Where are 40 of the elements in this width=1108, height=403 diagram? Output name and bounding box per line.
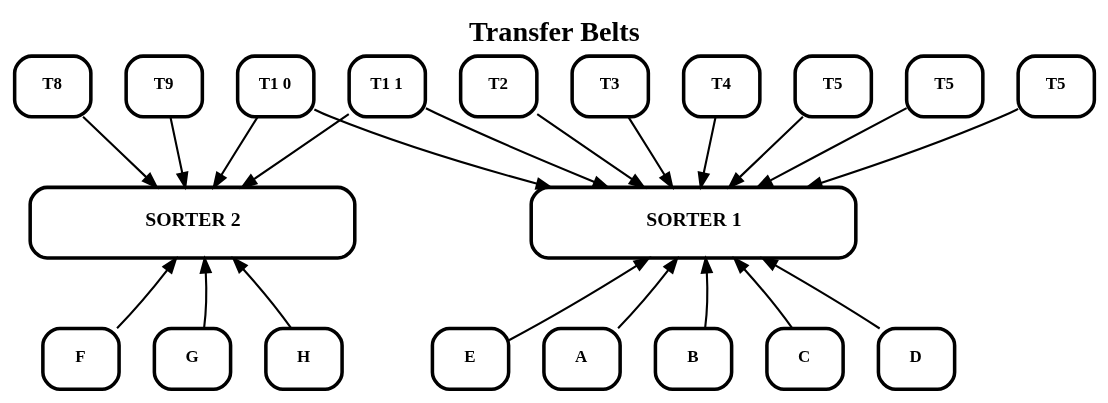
node-box: C (764, 326, 845, 391)
node-box: T5 (1015, 54, 1096, 119)
node-box: G (152, 326, 232, 391)
arrow (238, 113, 349, 190)
node-box: E (430, 326, 510, 391)
node-box: T9 (123, 54, 204, 119)
arrow (754, 107, 907, 189)
arrow (424, 107, 611, 189)
arrow (699, 255, 713, 329)
arrow (81, 116, 159, 190)
arrow (168, 116, 188, 191)
node-box: H (263, 326, 344, 391)
node-box: T5 (792, 54, 873, 119)
arrow (626, 116, 674, 190)
arrow (616, 255, 679, 329)
node-box: D (876, 326, 956, 391)
node-box: B (653, 326, 733, 391)
node-box: T1 0 (235, 54, 316, 119)
arrow (536, 113, 647, 190)
node-box: A (541, 326, 622, 391)
node-box: F (40, 326, 121, 391)
node-box: T2 (458, 54, 539, 119)
node-box: T3 (569, 54, 650, 119)
node-box: SORTER 1 (528, 185, 858, 260)
arrow (759, 256, 880, 330)
diagram-title: Transfer Belts (468, 15, 640, 47)
arrow (211, 116, 259, 190)
node-box: T1 1 (346, 54, 427, 119)
node-box: T8 (12, 54, 93, 119)
node-box: T5 (904, 54, 985, 119)
arrow (115, 255, 178, 329)
arrow (731, 256, 793, 329)
arrow (198, 255, 212, 329)
arrow (726, 116, 804, 190)
arrow (313, 108, 554, 190)
arrow (697, 116, 717, 191)
node-box: T4 (681, 54, 762, 119)
arrow (230, 256, 292, 329)
arrow (507, 256, 652, 342)
node-box: SORTER 2 (27, 185, 357, 260)
